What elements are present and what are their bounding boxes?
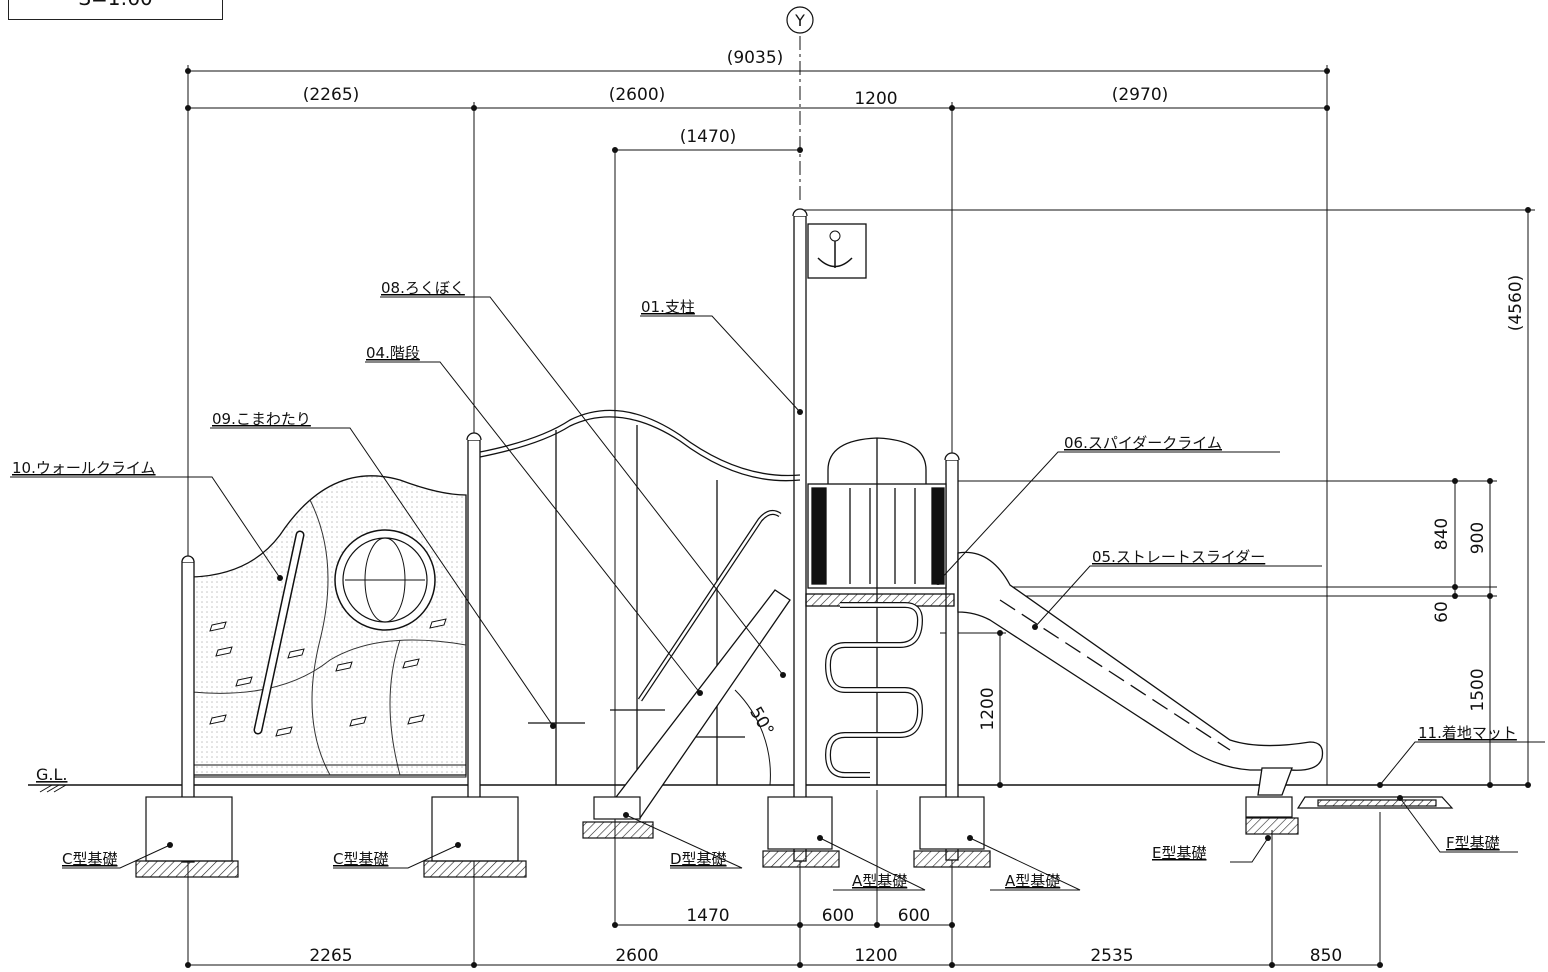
dim-right-1500: 1500 [1468, 668, 1488, 711]
overhead-ladder [479, 409, 801, 785]
dim-bot-600a: 600 [822, 906, 854, 926]
slide [957, 551, 1324, 796]
dimension-ticks [185, 68, 1531, 968]
dim-base-2265: 2265 [309, 946, 352, 966]
foundations [135, 796, 1454, 878]
dim-right-total: (4560) [1506, 275, 1526, 332]
label-found-d: D型基礎 [670, 850, 727, 868]
label-p10: 10.ウォールクライム [12, 459, 156, 477]
dim-top-d: (2970) [1112, 85, 1169, 105]
label-p04: 04.階段 [366, 344, 420, 362]
dim-right-60: 60 [1432, 601, 1452, 623]
dim-bot-600b: 600 [898, 906, 930, 926]
dim-base-2535: 2535 [1090, 946, 1133, 966]
label-p01: 01.支柱 [641, 298, 695, 316]
label-found-c1: C型基礎 [62, 850, 117, 868]
wall-climb-panel [191, 475, 467, 778]
dim-upper: (1470) [680, 127, 737, 147]
label-p05: 05.ストレートスライダー [1092, 548, 1265, 566]
leader-lines [10, 296, 1545, 891]
dim-base-2600: 2600 [615, 946, 658, 966]
part-labels: 10.ウォールクライム 09.こまわたり 04.階段 08.ろくぼく 01.支柱… [12, 279, 1517, 742]
dim-base-850: 850 [1310, 946, 1342, 966]
label-found-f: F型基礎 [1446, 834, 1500, 852]
anchor-flag [807, 223, 867, 279]
dim-right-900: 900 [1468, 522, 1488, 554]
dim-right-840: 840 [1432, 518, 1452, 550]
label-p06: 06.スパイダークライム [1064, 434, 1222, 452]
label-p11: 11.着地マット [1418, 724, 1517, 742]
dimension-lines [187, 36, 1535, 966]
dim-top-c: 1200 [854, 89, 897, 109]
dim-bot-1470: 1470 [686, 906, 729, 926]
posts [181, 208, 960, 863]
axis-marker-label: Y [794, 11, 805, 30]
ground-label: G.L. [36, 765, 67, 784]
label-found-e: E型基礎 [1152, 844, 1206, 862]
dim-top-a: (2265) [303, 85, 360, 105]
stairs [598, 509, 791, 819]
dimension-labels: (9035) (2265) (2600) 1200 (2970) (1470) … [303, 48, 1526, 966]
dim-base-1200: 1200 [854, 946, 897, 966]
dim-deck-1200: 1200 [978, 687, 998, 730]
scale-label: S=1:60 [78, 0, 152, 10]
scale-box: S=1:60 [8, 0, 223, 20]
label-found-c2: C型基礎 [333, 850, 388, 868]
label-p08: 08.ろくぼく [381, 279, 465, 297]
leader-dots [167, 409, 1403, 848]
label-found-a1: A型基礎 [852, 872, 907, 890]
dim-top-b: (2600) [609, 85, 666, 105]
axis-marker: Y [786, 6, 814, 34]
label-p09: 09.こまわたり [212, 410, 311, 428]
foundation-labels: C型基礎 C型基礎 D型基礎 A型基礎 A型基礎 E型基礎 F型基礎 [62, 834, 1500, 890]
dim-overall: (9035) [727, 48, 784, 68]
label-found-a2: A型基礎 [1005, 872, 1060, 890]
